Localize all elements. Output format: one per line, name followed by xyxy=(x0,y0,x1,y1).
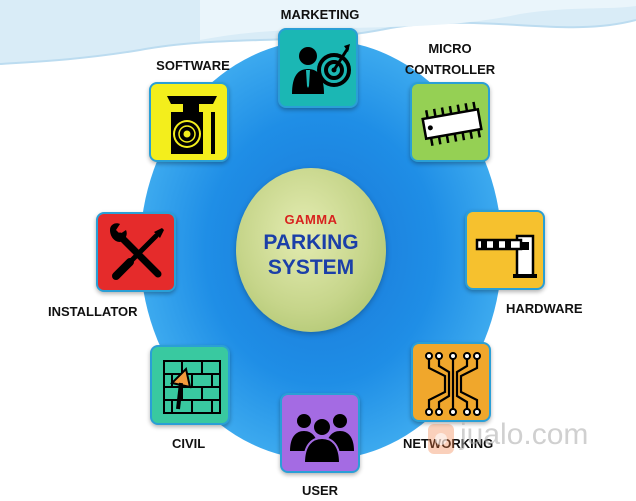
marketing-tile xyxy=(278,28,358,108)
hub-subtitle: GAMMA xyxy=(284,212,338,227)
parking-barrier-icon xyxy=(475,234,537,278)
installator-label: INSTALLATOR xyxy=(48,304,138,319)
hardware-tile xyxy=(465,210,545,290)
microcontroller-label-line1: MICRO xyxy=(428,41,472,56)
software-tile xyxy=(149,82,229,162)
businessman-target-icon xyxy=(292,44,351,94)
watermark-logo xyxy=(428,424,454,454)
microcontroller-tile xyxy=(410,82,490,162)
hub-title-line2: SYSTEM xyxy=(267,256,355,279)
civil-label: CIVIL xyxy=(172,436,206,451)
networking-label: NETWORKING xyxy=(403,433,493,454)
brick-wall-trowel-icon xyxy=(163,360,221,414)
marketing-label: MARKETING xyxy=(280,7,360,22)
microcontroller-label-line2: CONTROLLER xyxy=(404,62,496,77)
user-tile xyxy=(280,393,360,473)
microchip-icon xyxy=(421,101,483,146)
hub-title: PARKING SYSTEM xyxy=(236,230,386,280)
microcontroller-label: MICRO CONTROLLER xyxy=(400,38,500,80)
installator-tile xyxy=(96,212,176,292)
hardware-label: HARDWARE xyxy=(506,301,583,316)
wrench-screwdriver-icon xyxy=(110,223,164,280)
software-disc-icon xyxy=(167,96,217,154)
hub-title-line1: PARKING xyxy=(263,231,359,254)
networking-tile xyxy=(411,342,491,422)
circuit-board-icon xyxy=(425,352,481,416)
users-group-icon xyxy=(290,414,354,464)
civil-tile xyxy=(150,345,230,425)
software-label: SOFTWARE xyxy=(156,58,230,73)
watermark-text: jualo.com xyxy=(460,418,589,451)
center-hub: GAMMA PARKING SYSTEM xyxy=(236,168,386,332)
user-label: USER xyxy=(301,483,339,498)
